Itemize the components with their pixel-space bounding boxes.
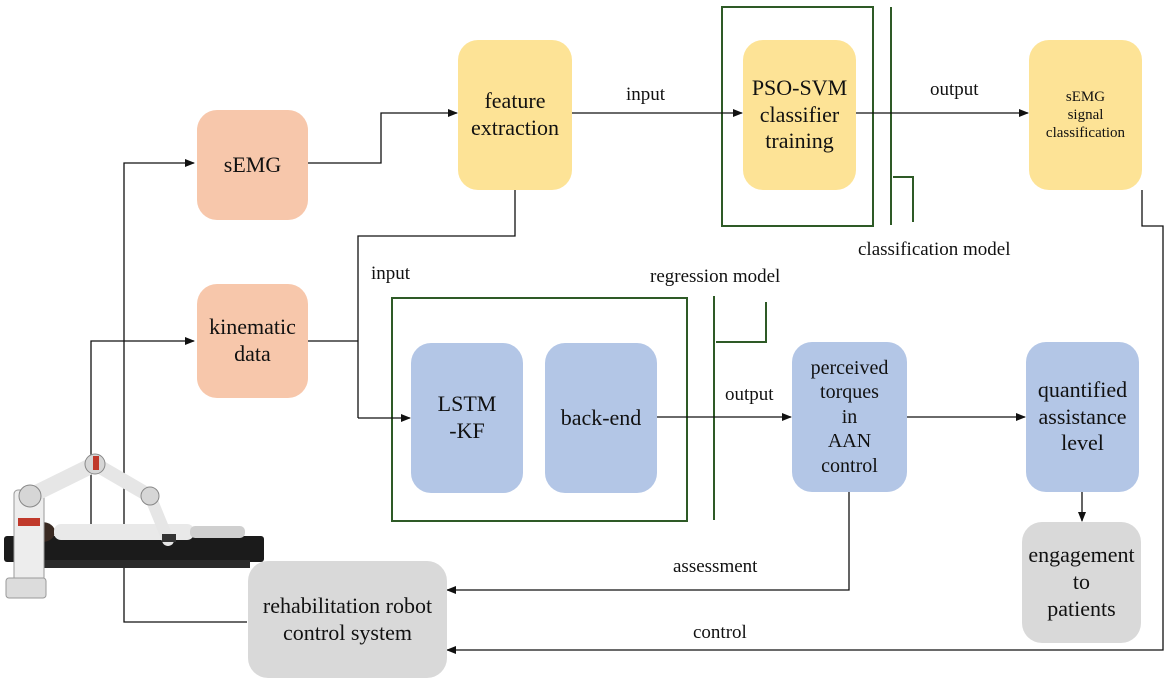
- arrow-assessment: [446, 492, 850, 594]
- label-output-top: output: [930, 79, 979, 100]
- arrow-control: [446, 190, 1164, 654]
- label-input-top: input: [626, 84, 666, 105]
- arrow-semg-to-feature: [308, 109, 458, 164]
- semg-classification-node: sEMG signal classification: [1029, 40, 1142, 190]
- classifier-frame: [721, 6, 874, 227]
- label-assessment: assessment: [673, 556, 758, 577]
- perceived-torques-node: perceived torques in AAN control: [792, 342, 907, 492]
- lstm-kf-node: LSTM -KF: [411, 343, 523, 493]
- arrow-to-kinematic: [90, 337, 195, 545]
- line-feature-to-join: [357, 190, 516, 418]
- pso-svm-node: PSO-SVM classifier training: [743, 40, 856, 190]
- label-regression-model: regression model: [650, 266, 781, 287]
- rehab-control-system-node: rehabilitation robot control system: [248, 561, 447, 678]
- label-input-mid: input: [371, 263, 411, 284]
- quantified-assistance-node: quantified assistance level: [1026, 342, 1139, 492]
- regression-frame: [391, 297, 688, 522]
- label-control: control: [693, 622, 747, 643]
- regression-model-bracket: [713, 296, 767, 520]
- semg-node: sEMG: [197, 110, 308, 220]
- classification-model-bracket: [890, 7, 914, 225]
- label-classification-model: classification model: [858, 239, 1011, 260]
- label-output-mid: output: [725, 384, 774, 405]
- arrow-rehab-to-semg: [123, 159, 247, 623]
- feature-extraction-node: feature extraction: [458, 40, 572, 190]
- kinematic-data-node: kinematic data: [197, 284, 308, 398]
- back-end-node: back-end: [545, 343, 657, 493]
- engagement-node: engagement to patients: [1022, 522, 1141, 643]
- robot-patient-photo-icon: [4, 453, 264, 599]
